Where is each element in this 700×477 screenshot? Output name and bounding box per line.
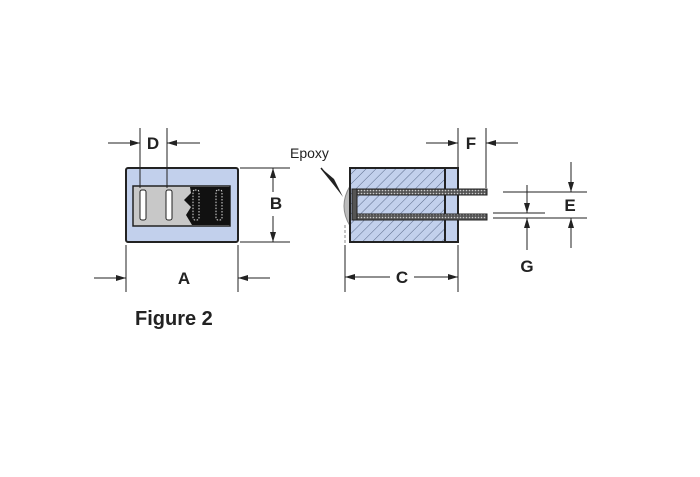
dimension-g [493, 185, 545, 250]
label-a: A [178, 269, 190, 288]
slot-2 [165, 189, 173, 221]
dimension-f [426, 128, 518, 188]
dimension-d [108, 128, 200, 188]
figure-caption: Figure 2 [135, 308, 213, 330]
dimension-b [240, 167, 290, 243]
contact-2 [215, 189, 223, 221]
label-b: B [270, 194, 282, 213]
epoxy-label: Epoxy [290, 145, 329, 161]
pin-upper [351, 188, 488, 196]
end-plate [444, 167, 459, 243]
label-c: C [396, 268, 408, 287]
dimension-a [94, 245, 270, 292]
pin-lower [351, 213, 488, 221]
pin-bridge [351, 188, 358, 221]
label-e: E [564, 196, 575, 215]
housing-section [349, 167, 446, 243]
dimension-c [344, 245, 459, 292]
slot-1 [139, 189, 147, 221]
contact-1 [192, 189, 200, 221]
side-view: Epoxy F E G [290, 128, 587, 292]
dimension-e [493, 162, 587, 248]
chip-area [184, 187, 230, 225]
front-view: D B A Figure 2 [94, 128, 290, 330]
label-f: F [466, 134, 476, 153]
label-d: D [147, 134, 159, 153]
label-g: G [520, 257, 533, 276]
